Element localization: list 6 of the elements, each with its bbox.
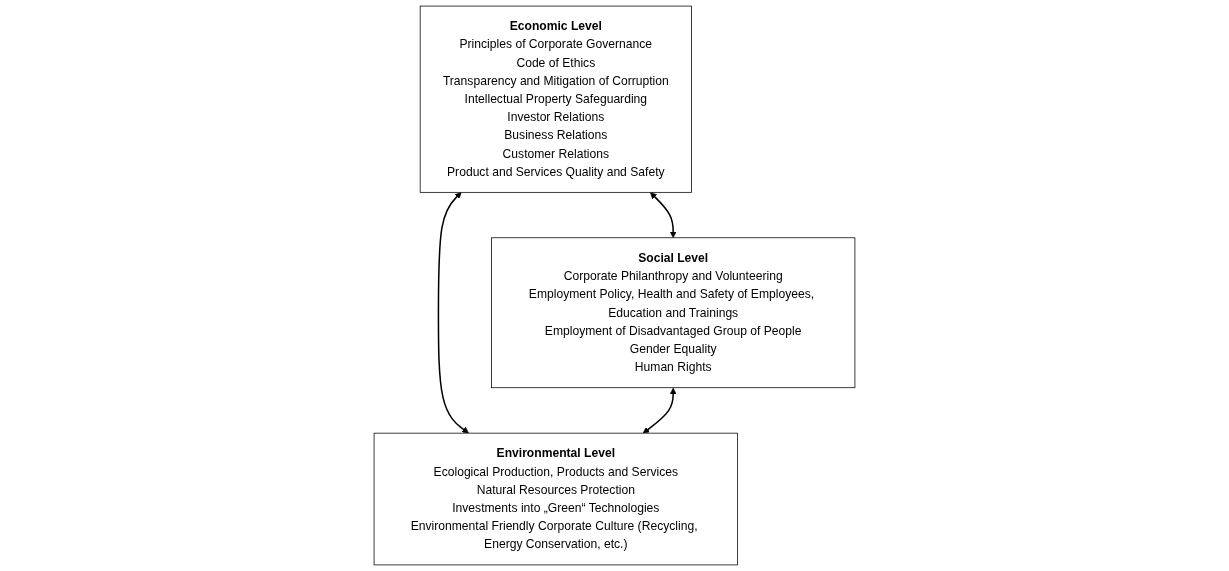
node-box (419, 5, 692, 193)
arrow (437, 192, 469, 434)
arrow (642, 387, 677, 434)
node-box (491, 237, 856, 389)
arrow (650, 192, 677, 239)
node-box (373, 432, 738, 566)
